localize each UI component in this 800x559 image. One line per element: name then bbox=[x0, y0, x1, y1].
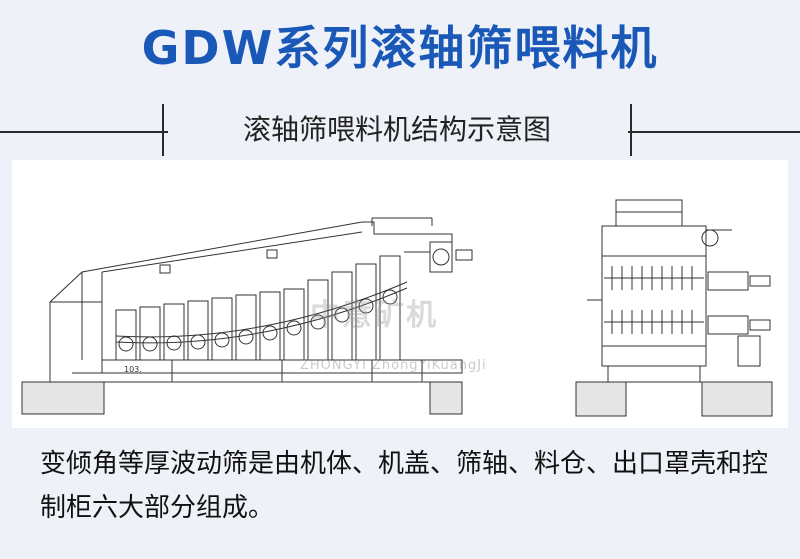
dimension-label: 103. bbox=[124, 365, 142, 374]
watermark: 中意矿机 bbox=[310, 298, 438, 333]
description-text: 变倾角等厚波动筛是由机体、机盖、筛轴、料仓、出口罩壳和控制柜六大部分组成。 bbox=[40, 449, 769, 523]
divider-left bbox=[0, 131, 168, 133]
structure-drawing: 103. bbox=[21, 199, 773, 417]
divider-right bbox=[628, 131, 800, 133]
page-title: GDW系列滚轴筛喂料机 bbox=[141, 21, 659, 75]
watermark-subtext: ZHONGYI ZhongYiKuangJi bbox=[300, 358, 487, 373]
structure-drawing-panel: 103. bbox=[12, 160, 788, 428]
section-subtitle: 滚轴筛喂料机结构示意图 bbox=[162, 104, 632, 156]
